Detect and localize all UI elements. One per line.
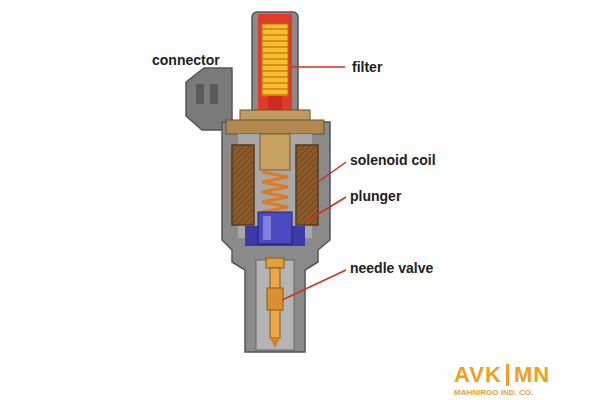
part-label: plunger [350, 188, 401, 204]
part-label: solenoid coil [350, 152, 436, 168]
logo-text: MN [514, 363, 550, 387]
company-name: MAHNIROO IND. CO. [454, 388, 533, 398]
part-label: filter [352, 59, 382, 75]
logo-text: AVK [454, 363, 502, 387]
part-label: connector [152, 52, 220, 68]
part-label: needle valve [350, 260, 433, 276]
